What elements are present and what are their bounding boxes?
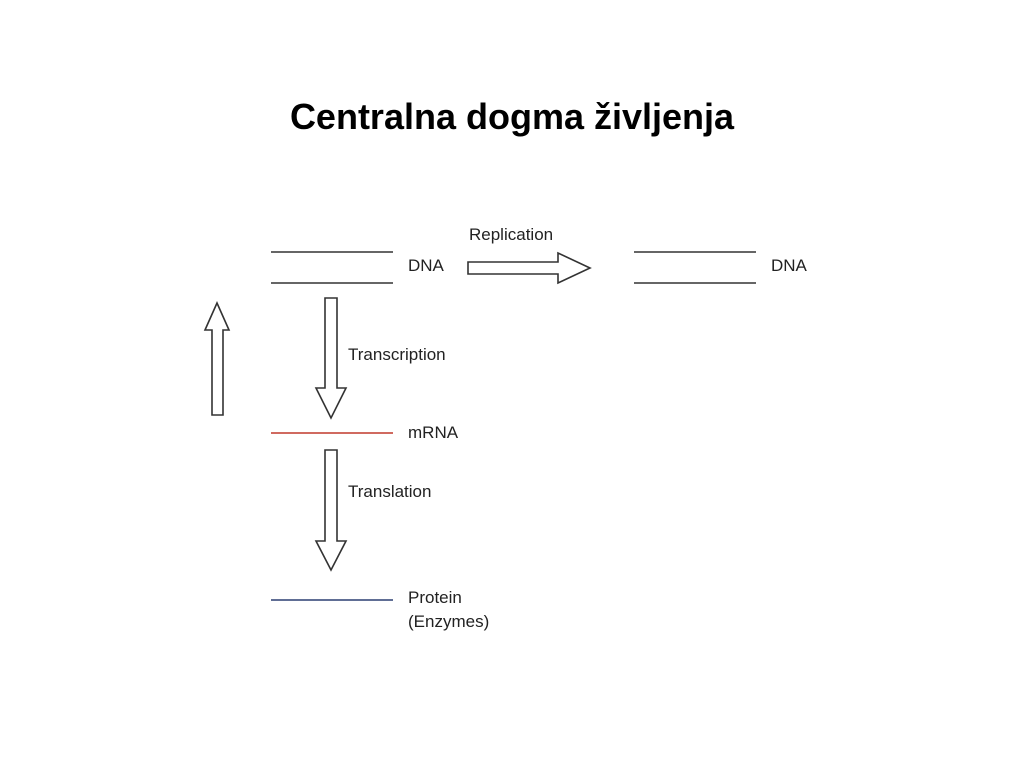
translation-arrow-icon	[314, 449, 348, 572]
replication-label: Replication	[469, 225, 553, 244]
slide-title: Centralna dogma življenja	[289, 96, 735, 137]
replication-arrow-icon	[467, 251, 592, 285]
dna-right-label: DNA	[771, 256, 808, 275]
translation-label: Translation	[348, 482, 431, 501]
protein-label-line2: (Enzymes)	[408, 612, 489, 631]
mrna-label: mRNA	[408, 423, 459, 442]
reverse-transcription-arrow-icon	[203, 301, 231, 416]
transcription-arrow-icon	[314, 297, 348, 420]
protein-label-line1: Protein	[408, 588, 462, 607]
transcription-label: Transcription	[348, 345, 446, 364]
dna-left-label: DNA	[408, 256, 445, 275]
